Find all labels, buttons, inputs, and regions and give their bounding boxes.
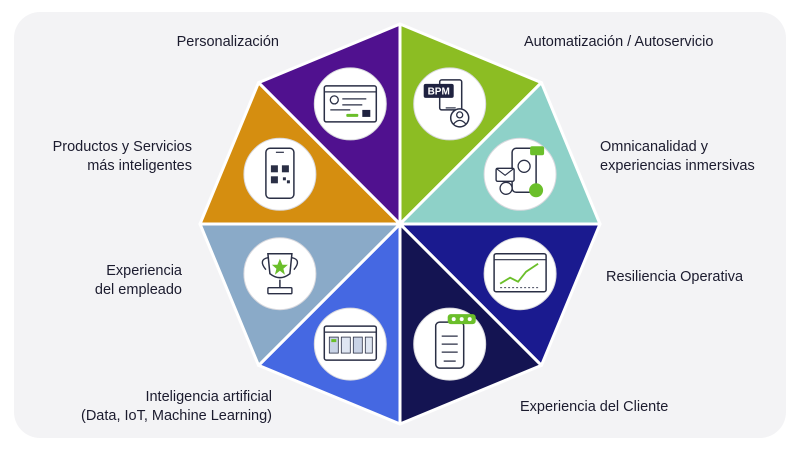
bpm-text: BPM — [428, 86, 450, 97]
label-omnicanalidad: Omnicanalidad y experiencias inmersivas — [600, 139, 755, 174]
checklist-phone-icon — [413, 307, 487, 381]
label-inteligencia-artificial: Inteligencia artificial (Data, IoT, Mach… — [80, 389, 272, 424]
dashboard-screen-icon — [313, 307, 387, 381]
trophy-icon — [243, 237, 317, 311]
label-personalizacion: Personalización — [176, 34, 279, 50]
label-resiliencia: Resiliencia Operativa — [606, 269, 744, 285]
bpm-document-icon: BPM — [413, 67, 487, 141]
label-experiencia-cliente: Experiencia del Cliente — [520, 399, 669, 415]
label-experiencia-empleado: Experiencia del empleado — [94, 263, 182, 298]
profile-card-icon — [313, 67, 387, 141]
omnichannel-phone-icon — [483, 137, 557, 211]
qr-phone-icon — [243, 137, 317, 211]
line-chart-icon — [483, 237, 557, 311]
label-automatizacion: Automatización / Autoservicio — [524, 34, 714, 50]
label-productos-servicios: Productos y Servicios más inteligentes — [52, 139, 192, 174]
